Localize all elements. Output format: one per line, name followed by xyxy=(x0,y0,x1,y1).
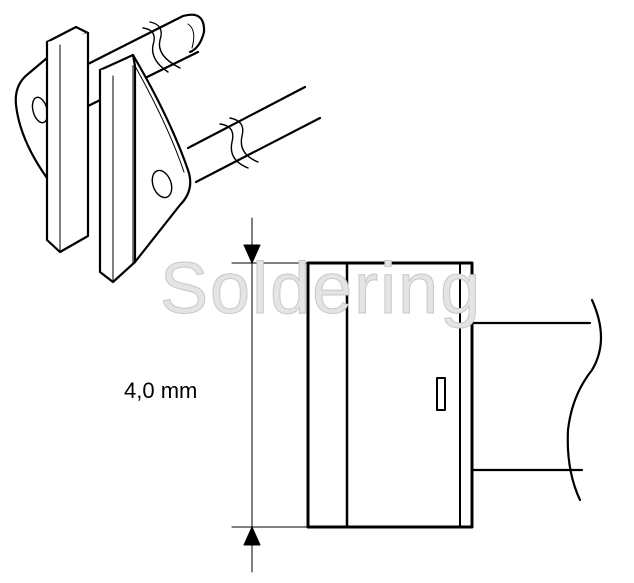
lower-rod xyxy=(186,85,322,184)
right-electrode xyxy=(98,53,192,284)
left-electrode xyxy=(14,25,90,254)
dimension-label: 4,0 mm xyxy=(124,378,198,403)
arrow-up-icon xyxy=(243,526,261,546)
dimension-lines xyxy=(231,217,309,573)
tip-side-view xyxy=(306,261,602,529)
watermark: Soldering xyxy=(159,249,483,330)
arrow-down-icon xyxy=(243,244,261,264)
